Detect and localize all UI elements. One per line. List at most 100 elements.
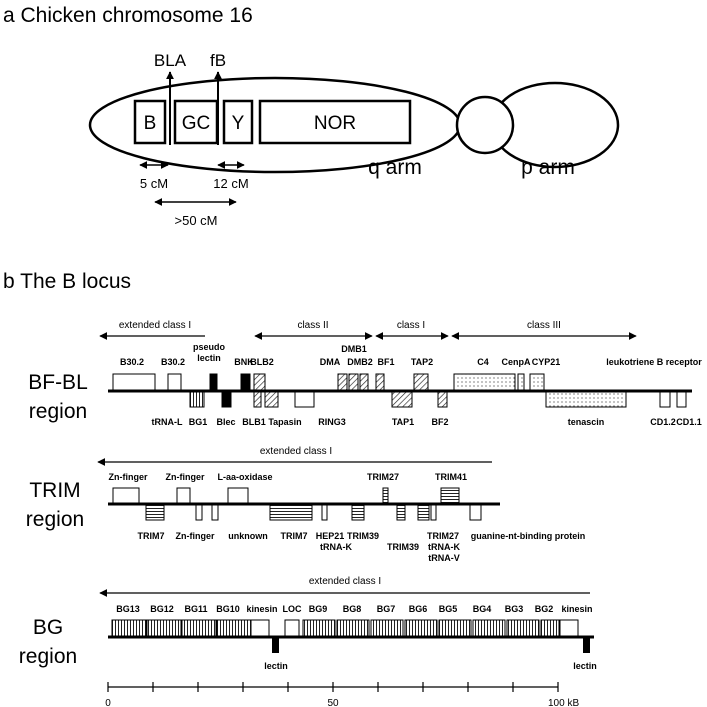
bg-gene-box-0 xyxy=(111,619,147,637)
label-trim39-a: TRIM39 xyxy=(347,531,379,541)
gene-hep21 xyxy=(321,504,328,521)
gene-trna xyxy=(430,504,437,521)
region-gc-box xyxy=(173,99,219,145)
trim-region: TRIM region extended class I xyxy=(26,446,585,563)
region-b-label: B xyxy=(144,113,157,134)
label-unknown: unknown xyxy=(228,531,268,541)
bg-gene-label-6: BG9 xyxy=(309,604,328,614)
gene-trim27-a xyxy=(382,487,389,504)
gene-blb1 xyxy=(253,391,262,408)
bg-gene-box-5 xyxy=(284,619,300,637)
region-b-box xyxy=(133,99,167,145)
bg-label-line1: BG xyxy=(33,616,63,639)
region-nor-label: NOR xyxy=(314,113,356,134)
bg-gene-box-8 xyxy=(370,619,404,637)
label-lectin-bg-a: lectin xyxy=(264,661,288,671)
scale-tick-label-100: 100 kB xyxy=(548,698,579,707)
gene-cyp21 xyxy=(529,373,545,391)
bfbl-label-line2: region xyxy=(29,400,87,423)
label-l-aa-oxidase: L-aa-oxidase xyxy=(217,472,272,482)
bg-gene-box-11 xyxy=(472,619,506,637)
bg-gene-box-1 xyxy=(146,619,182,637)
gene-dma xyxy=(337,373,348,391)
label-blb1: BLB1 xyxy=(242,417,266,427)
label-bg1: BG1 xyxy=(189,417,208,427)
bg-gene-label-3: BG10 xyxy=(216,604,240,614)
gene-dmb2 xyxy=(359,373,369,391)
gene-lectin-bg-b xyxy=(583,638,590,653)
bg-gene-label-10: BG5 xyxy=(439,604,458,614)
bfbl-region: BF-BL region extended class I class II c… xyxy=(28,320,702,427)
panel-b-title: b The B locus xyxy=(3,270,131,293)
chromosome-regions xyxy=(133,99,412,145)
gene-dmb1 xyxy=(348,373,359,391)
label-guanine: guanine-nt-binding protein xyxy=(471,531,585,541)
scale-bar: 0 50 100 kB xyxy=(105,682,579,707)
bfbl-label-line1: BF-BL xyxy=(28,371,88,394)
gene-tapasin xyxy=(264,391,279,408)
region-y-label: Y xyxy=(232,113,245,134)
gene-c4 xyxy=(453,373,516,391)
gene-zn-finger-a xyxy=(112,487,140,504)
p-arm-label: p arm xyxy=(521,156,575,179)
gene-b30-2-b xyxy=(167,373,182,391)
gene-trim27-b xyxy=(417,504,430,521)
trim-label-line2: region xyxy=(26,508,84,531)
bg-gene-box-4 xyxy=(250,619,270,637)
gene-unknown xyxy=(211,504,219,521)
bg-gene-box-2 xyxy=(181,619,217,637)
bg-gene-label-9: BG6 xyxy=(409,604,428,614)
bg-gene-box-7 xyxy=(336,619,370,637)
label-bf2: BF2 xyxy=(431,417,448,427)
label-c4: C4 xyxy=(477,357,489,367)
bg-gene-box-13 xyxy=(540,619,560,637)
label-tapasin: Tapasin xyxy=(268,417,301,427)
bg-gene-box-3 xyxy=(216,619,252,637)
gene-pseudo-lectin xyxy=(209,373,218,391)
bfbl-class-i-label: class I xyxy=(397,320,425,331)
bg-gene-label-12: BG3 xyxy=(505,604,524,614)
gene-tenascin xyxy=(545,391,627,408)
bg-gene-label-5: LOC xyxy=(283,604,302,614)
gene-zn-finger-c xyxy=(195,504,203,521)
bg-gene-label-13: BG2 xyxy=(535,604,554,614)
gene-ring3 xyxy=(294,391,315,408)
bg-gene-label-11: BG4 xyxy=(473,604,492,614)
gene-bf1 xyxy=(375,373,385,391)
bfbl-class-ext-label: extended class I xyxy=(119,320,191,331)
label-trna-k-b: tRNA-K xyxy=(428,542,460,552)
gene-cd1-1 xyxy=(676,391,687,408)
label-zn-finger-a: Zn-finger xyxy=(109,472,148,482)
bg-gene-box-10 xyxy=(438,619,472,637)
gene-bf2 xyxy=(437,391,448,408)
bg-gene-label-2: BG11 xyxy=(184,604,207,614)
region-y-box xyxy=(222,99,254,145)
label-blb2: BLB2 xyxy=(250,357,274,367)
bla-label: BLA xyxy=(154,51,187,70)
label-trim7-a: TRIM7 xyxy=(138,531,165,541)
bg-gene-box-12 xyxy=(506,619,540,637)
label-dmb2: DMB2 xyxy=(347,357,373,367)
region-gc-label: GC xyxy=(182,113,211,134)
label-pseudo: pseudo xyxy=(193,342,226,352)
label-lectin-bg-b: lectin xyxy=(573,661,597,671)
bfbl-class-ii-label: class II xyxy=(297,320,328,331)
bg-gene-box-14 xyxy=(559,619,579,637)
panel-a-title: a Chicken chromosome 16 xyxy=(3,4,253,27)
label-trim27-a: TRIM27 xyxy=(367,472,399,482)
label-hep21: HEP21 xyxy=(316,531,345,541)
label-cenpa: CenpA xyxy=(502,357,532,367)
label-trim39-b: TRIM39 xyxy=(387,542,419,552)
gene-trim39-b xyxy=(396,504,406,521)
gene-trim7-a xyxy=(145,504,165,521)
label-cyp21: CYP21 xyxy=(532,357,561,367)
q-arm-label: q arm xyxy=(368,156,422,179)
bg-gene-label-14: kinesin xyxy=(561,604,592,614)
label-trim41: TRIM41 xyxy=(435,472,467,482)
distance-50cm-label: >50 cM xyxy=(175,213,218,228)
gene-b30-2-a xyxy=(112,373,156,391)
label-tap1: TAP1 xyxy=(392,417,414,427)
label-zn-finger-c: Zn-finger xyxy=(176,531,215,541)
label-bf1: BF1 xyxy=(377,357,394,367)
